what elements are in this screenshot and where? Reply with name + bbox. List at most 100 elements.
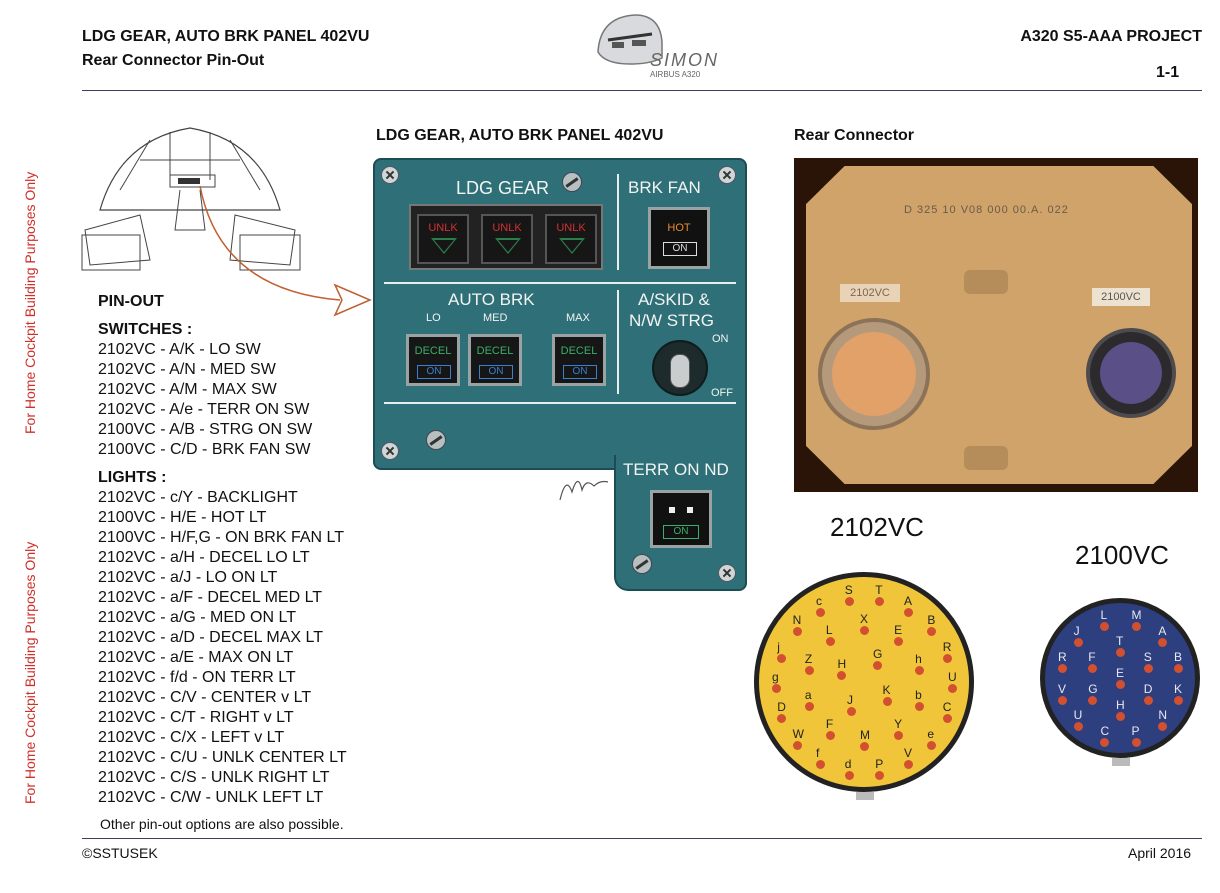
panel-divider [617,174,619,270]
brk-fan-button[interactable]: HOT ON [648,207,710,269]
simon-logo: SIMON AIRBUS A320 [590,12,720,82]
photo-connector-2100 [1086,328,1176,418]
switches-heading: SWITCHES : [98,321,193,338]
photo-stud [964,446,1008,470]
header-subtitle: Rear Connector Pin-Out [82,52,265,69]
connector-pin [894,637,904,647]
slot-screw-icon [562,172,582,192]
connector-pin-letter: F [1088,650,1096,664]
med-label: MED [483,312,508,324]
down-triangle-icon [431,238,457,254]
askid-toggle-switch[interactable] [652,340,708,396]
max-label: MAX [566,312,590,324]
connector-pin [825,637,835,647]
signature-mark [559,480,609,501]
down-triangle-icon [559,238,585,254]
light-line: 2102VC - C/X - LEFT v LT [98,729,285,746]
connector-pin [873,661,882,671]
photo-label-2102: 2102VC [840,284,900,302]
connector-pin [844,597,854,607]
connector-pin [1173,695,1183,705]
connector-pin [816,760,825,770]
connector-pin [1073,637,1083,647]
connector-pin-letter: H [1116,698,1125,712]
connector-key [1112,758,1130,766]
connector-pin [915,701,925,711]
connector-pin-letter: P [1131,723,1140,738]
connector-pin-letter: L [825,623,833,638]
switch-on-label: ON [712,333,729,345]
pinout-list: PIN-OUT SWITCHES : 2102VC - A/K - LO SW … [98,292,347,808]
connector-pin [904,607,913,617]
connector-pin-letter: f [816,746,820,761]
connector-pin [1143,696,1153,705]
light-line: 2102VC - a/F - DECEL MED LT [98,589,323,606]
cockpit-sketch [81,127,372,317]
askid-label: A/SKID & [638,290,710,309]
footer-rule [82,838,1202,839]
rear-connector-photo: D 325 10 V08 000 00.A. 022 2102VC 2100VC [794,158,1198,492]
connector-pin [1058,664,1068,674]
light-line: 2102VC - C/W - UNLK LEFT LT [98,789,324,806]
pinout-note: Other pin-out options are also possible. [100,816,344,832]
on-light: ON [417,365,451,379]
connector-pin [837,671,847,680]
connector-pin [772,684,781,693]
terr-on-nd-label: TERR ON ND [623,460,729,479]
connector-pin-letter: Z [804,652,813,667]
unlk-right-light: UNLK [545,214,597,264]
connector-pin-letter: R [1058,650,1067,665]
connector-pin-letter: B [1173,650,1182,665]
connector-pin-letter: L [1100,608,1108,623]
photo-connector-2102 [818,318,930,430]
slot-screw-icon [632,554,652,574]
unlk-left-light: UNLK [417,214,469,264]
connector-pin [804,701,814,711]
connector-pin [904,760,913,770]
copyright: ©SSTUSEK [82,845,158,861]
connector-pin [825,730,835,740]
photo-label-2100: 2100VC [1092,288,1150,306]
unlk-label: UNLK [428,222,458,234]
connector-pin [875,770,885,780]
light-line: 2102VC - a/J - LO ON LT [98,569,278,586]
connector-pin-letter: H [837,657,847,671]
connector-pin-letter: A [904,593,913,608]
light-line: 2102VC - f/d - ON TERR LT [98,669,296,686]
connector-pin [882,697,892,706]
connector-pin-letter: g [772,670,779,684]
connector-pin [777,653,787,663]
light-line: 2102VC - C/U - UNLK CENTER LT [98,749,347,766]
terr-on-nd-button[interactable]: ON [650,490,712,548]
connector-pin-letter: K [1173,681,1182,696]
connector-pin-letter: D [1143,682,1153,696]
connector-pin-letter: K [882,683,891,697]
logo-text: SIMON [650,50,720,70]
screw-icon [381,442,399,460]
dot-icon [669,507,675,513]
connector-pin-letter: G [1088,682,1098,696]
connector-pin-letter: T [1116,634,1124,648]
connector-pin-letter: Y [894,716,903,731]
dot-icon [687,507,693,513]
connector-pin-letter: j [777,639,780,654]
rear-connector-title: Rear Connector [794,127,915,144]
nw-strg-label: N/W STRG [629,311,714,330]
light-line: 2102VC - C/V - CENTER v LT [98,689,312,706]
connector-pin-letter: E [1116,666,1125,680]
switch-line: 2102VC - A/M - MAX SW [98,381,277,398]
connector-pin-letter: c [816,593,822,608]
toggle-lever[interactable] [670,354,690,388]
hot-light: HOT [667,222,691,234]
connector-2102-label: 2102VC [830,512,924,542]
connector-pin-letter: U [948,670,957,684]
connector-pin [1058,695,1068,705]
connector-pin-letter: M [1131,608,1142,623]
logo-graphic [597,14,663,65]
connector-pin [1131,622,1141,632]
